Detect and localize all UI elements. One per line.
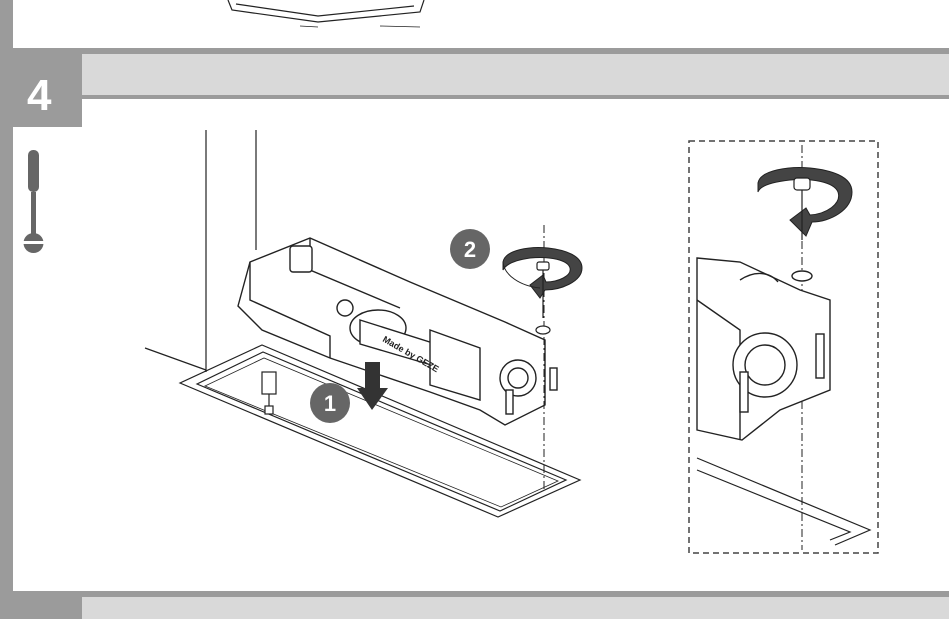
down-arrow-icon xyxy=(357,362,388,410)
page-frame-left xyxy=(0,0,13,619)
rotation-arrow-icon xyxy=(502,247,583,299)
step-number: 4 xyxy=(27,71,52,120)
callout-1-label: 1 xyxy=(324,391,336,416)
step-number-box: 4 xyxy=(13,54,82,127)
detail-rotation-arrow-icon xyxy=(757,167,853,237)
detail-spring-section xyxy=(696,257,831,441)
floor-spring-body xyxy=(237,237,558,426)
previous-step-drawing xyxy=(227,0,425,28)
next-step-band xyxy=(82,597,949,619)
recess-post xyxy=(261,371,277,415)
screw xyxy=(535,261,551,335)
bottom-divider xyxy=(13,591,949,597)
screwdriver-icon xyxy=(20,150,47,253)
next-step-box xyxy=(13,597,82,619)
detail-floor-lines xyxy=(696,457,872,546)
callout-2: 2 xyxy=(450,229,490,269)
callout-2-label: 2 xyxy=(464,237,476,262)
detail-view-frame xyxy=(688,140,879,554)
step-header-rule xyxy=(82,95,949,99)
door-frame-lines xyxy=(144,130,257,372)
callout-1: 1 xyxy=(310,383,350,423)
floor-recess xyxy=(178,344,582,518)
top-divider xyxy=(13,48,949,54)
step-header-band xyxy=(82,54,949,95)
detail-screw xyxy=(793,177,811,240)
